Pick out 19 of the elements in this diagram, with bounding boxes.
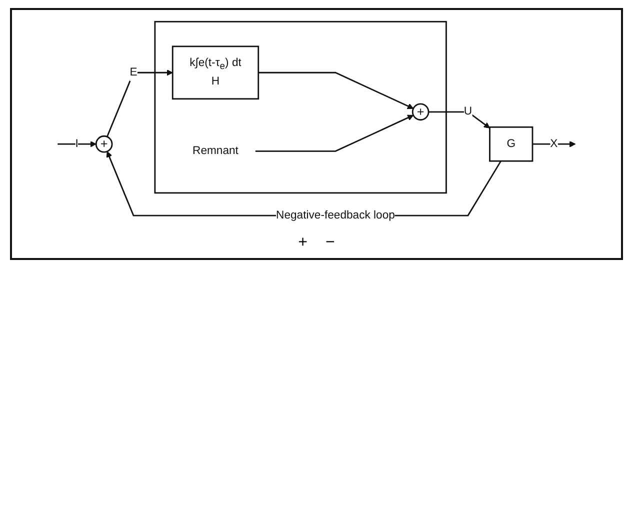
node-text: Remnant (192, 144, 238, 157)
node-box: G (489, 126, 534, 162)
node-circle: + (95, 135, 113, 153)
arrow (106, 70, 173, 137)
arrow (428, 111, 490, 128)
arrow (258, 72, 414, 110)
node-circle: + (412, 103, 430, 121)
sign-label: − (326, 234, 335, 252)
arrow (532, 140, 576, 148)
arrow (255, 114, 414, 152)
edge-label: I (75, 138, 78, 150)
edge-label: U (464, 106, 472, 118)
edge-label: Negative-feedback loop (276, 209, 395, 222)
arrow (58, 140, 96, 148)
edge-label: X (550, 138, 558, 150)
edge-label: E (130, 66, 138, 78)
node-box: k∫e(t-τ$_{e}$) dt H (172, 46, 260, 100)
sign-label: + (298, 234, 308, 252)
cluster (154, 20, 447, 194)
